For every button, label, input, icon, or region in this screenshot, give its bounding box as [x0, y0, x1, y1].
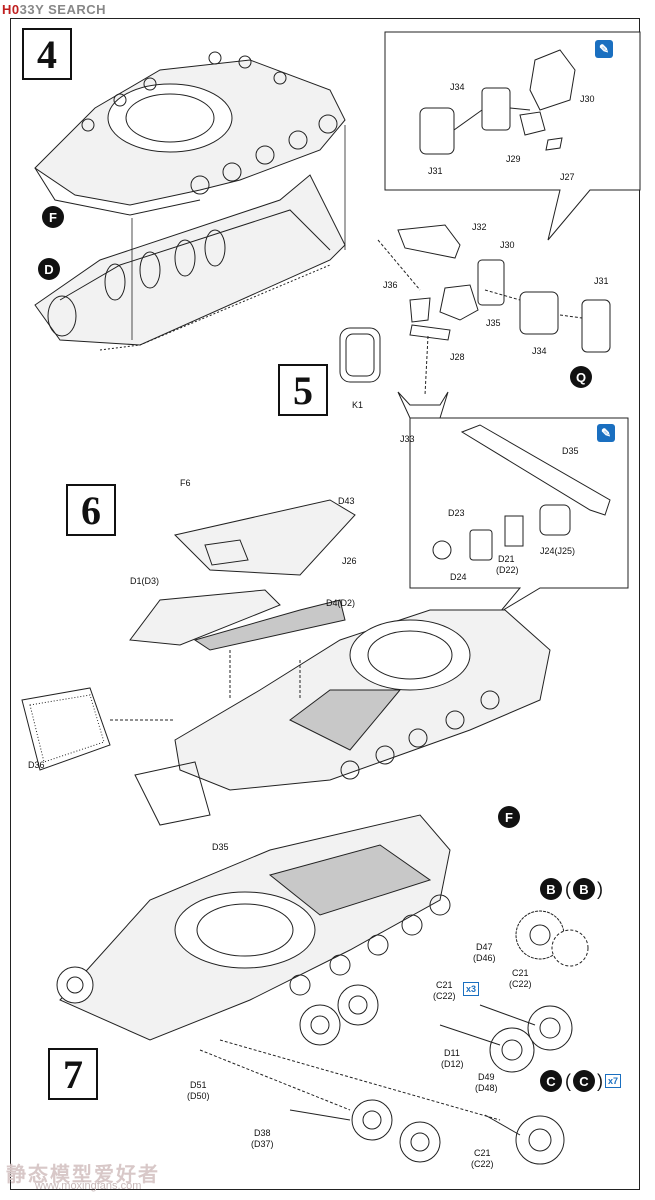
part-label: J28 — [450, 352, 465, 362]
part-label: (C22) — [433, 991, 456, 1001]
watermark-url: www.moxingfans.com — [35, 1180, 142, 1192]
part-label: C21 — [474, 1148, 491, 1158]
marker-c-alt: C — [573, 1070, 595, 1092]
part-label: D21 — [498, 554, 515, 564]
rear-grille — [21, 687, 211, 826]
marker-b: B — [540, 878, 562, 900]
quantity-badge-x3: x3 — [463, 982, 480, 996]
detail-parts-j — [419, 49, 576, 155]
paren-open-b: ( — [565, 879, 571, 899]
part-label: J32 — [472, 222, 487, 232]
step5-parts — [339, 224, 611, 419]
marker-f-step7: F — [498, 806, 520, 828]
part-label: D35 — [562, 446, 579, 456]
part-label: (D46) — [473, 953, 496, 963]
part-label: D24 — [450, 572, 467, 582]
part-label: C21 — [512, 968, 529, 978]
part-label: F6 — [180, 478, 191, 488]
part-label: J31 — [594, 276, 609, 286]
watermark-bottom: 静态模型爱好者 — [6, 1164, 160, 1186]
part-label: (C22) — [471, 1159, 494, 1169]
part-label: (C22) — [509, 979, 532, 989]
part-label: J24(J25) — [540, 546, 576, 556]
part-label: J30 — [500, 240, 515, 250]
part-label: D11 — [444, 1048, 460, 1058]
marker-f-step4: F — [42, 206, 64, 228]
part-label: J34 — [532, 346, 547, 356]
part-label: D35 — [212, 842, 229, 852]
page-frame — [10, 18, 640, 1190]
step-number-6: 6 — [66, 484, 116, 536]
part-label: D49 — [478, 1072, 495, 1082]
quantity-badge-x7: x7 — [605, 1074, 622, 1088]
part-label: D4(D2) — [326, 598, 356, 608]
watermark-logo: H033Y SEARCH — [2, 2, 107, 17]
hull-step6 — [174, 609, 551, 791]
part-label: (D48) — [475, 1083, 498, 1093]
marker-c: C — [540, 1070, 562, 1092]
part-label: D47 — [476, 942, 493, 952]
step-number-7: 7 — [48, 1048, 98, 1100]
part-label: J27 — [560, 172, 575, 182]
marker-q: Q — [570, 366, 592, 388]
upper-hull-step4 — [34, 51, 346, 216]
step-number-4: 4 — [22, 28, 72, 80]
part-label: J26 — [342, 556, 357, 566]
part-label: (D12) — [441, 1059, 464, 1069]
part-label: (D22) — [496, 565, 519, 575]
part-label: J35 — [486, 318, 501, 328]
paren-close-c: ) — [597, 1071, 603, 1091]
detail-parts-d — [432, 424, 611, 561]
part-label: D1(D3) — [130, 576, 160, 586]
option-tool-icon: ✎ — [597, 424, 615, 442]
hull-step7 — [59, 814, 451, 1041]
part-label: D36 — [28, 760, 45, 770]
suspension-arms — [199, 1004, 536, 1136]
engine-deck-parts — [129, 499, 356, 651]
part-label: J30 — [580, 94, 595, 104]
part-label: D23 — [448, 508, 465, 518]
part-label: (D37) — [251, 1139, 274, 1149]
part-label: (D50) — [187, 1091, 210, 1101]
part-label: J36 — [383, 280, 398, 290]
part-label: D43 — [338, 496, 355, 506]
part-label: J29 — [506, 154, 521, 164]
step-number-5: 5 — [278, 364, 328, 416]
part-label: D38 — [254, 1128, 271, 1138]
paren-open-c: ( — [565, 1071, 571, 1091]
part-label: C21 — [436, 980, 453, 990]
option-tool-icon: ✎ — [595, 40, 613, 58]
marker-d: D — [38, 258, 60, 280]
part-label: J33 — [400, 434, 415, 444]
lower-hull-tub — [34, 174, 346, 351]
part-label: J34 — [450, 82, 465, 92]
part-label: K1 — [352, 400, 364, 410]
road-wheels — [56, 966, 573, 1165]
part-label: D51 — [190, 1080, 207, 1090]
paren-close-b: ) — [597, 879, 603, 899]
part-label: J31 — [428, 166, 443, 176]
marker-b-alt: B — [573, 878, 595, 900]
drive-sprocket — [515, 910, 589, 967]
